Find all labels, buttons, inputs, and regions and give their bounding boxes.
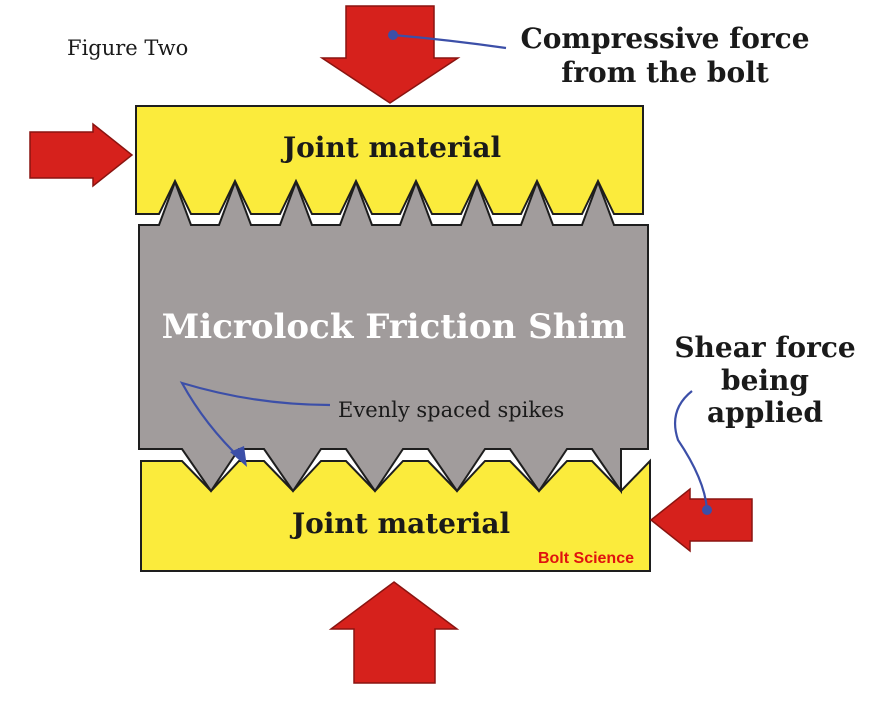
top-joint-material [135,105,644,215]
bottom-force-arrow-icon [328,581,460,684]
spikes-label: Evenly spaced spikes [338,398,564,422]
figure-label: Figure Two [67,36,188,60]
left-force-arrow-icon [29,122,134,188]
compressive-force-label-line2: from the bolt [561,56,769,89]
spikes-callout-line [179,381,331,461]
shear-force-label-line1: Shear force [674,331,855,364]
shear-force-label-line3: applied [707,396,823,429]
top-material-label: Joint material [280,131,501,164]
shear-callout-line [674,390,709,511]
bottom-material-label: Joint material [289,507,510,540]
spikes-callout-arrowhead-icon [230,446,247,467]
top-force-arrow-icon [319,5,461,104]
friction-shim [138,179,649,495]
brand-label: Bolt Science [538,550,634,567]
compressive-callout-line [392,33,507,50]
right-force-arrow-icon [649,487,753,553]
compressive-force-label-line1: Compressive force [520,22,809,55]
bottom-joint-material [140,458,651,572]
shear-force-label-line2: being [721,364,809,397]
shim-title: Microlock Friction Shim [162,307,627,347]
shear-callout-dot-icon [702,505,712,515]
compressive-callout-dot-icon [388,30,398,40]
